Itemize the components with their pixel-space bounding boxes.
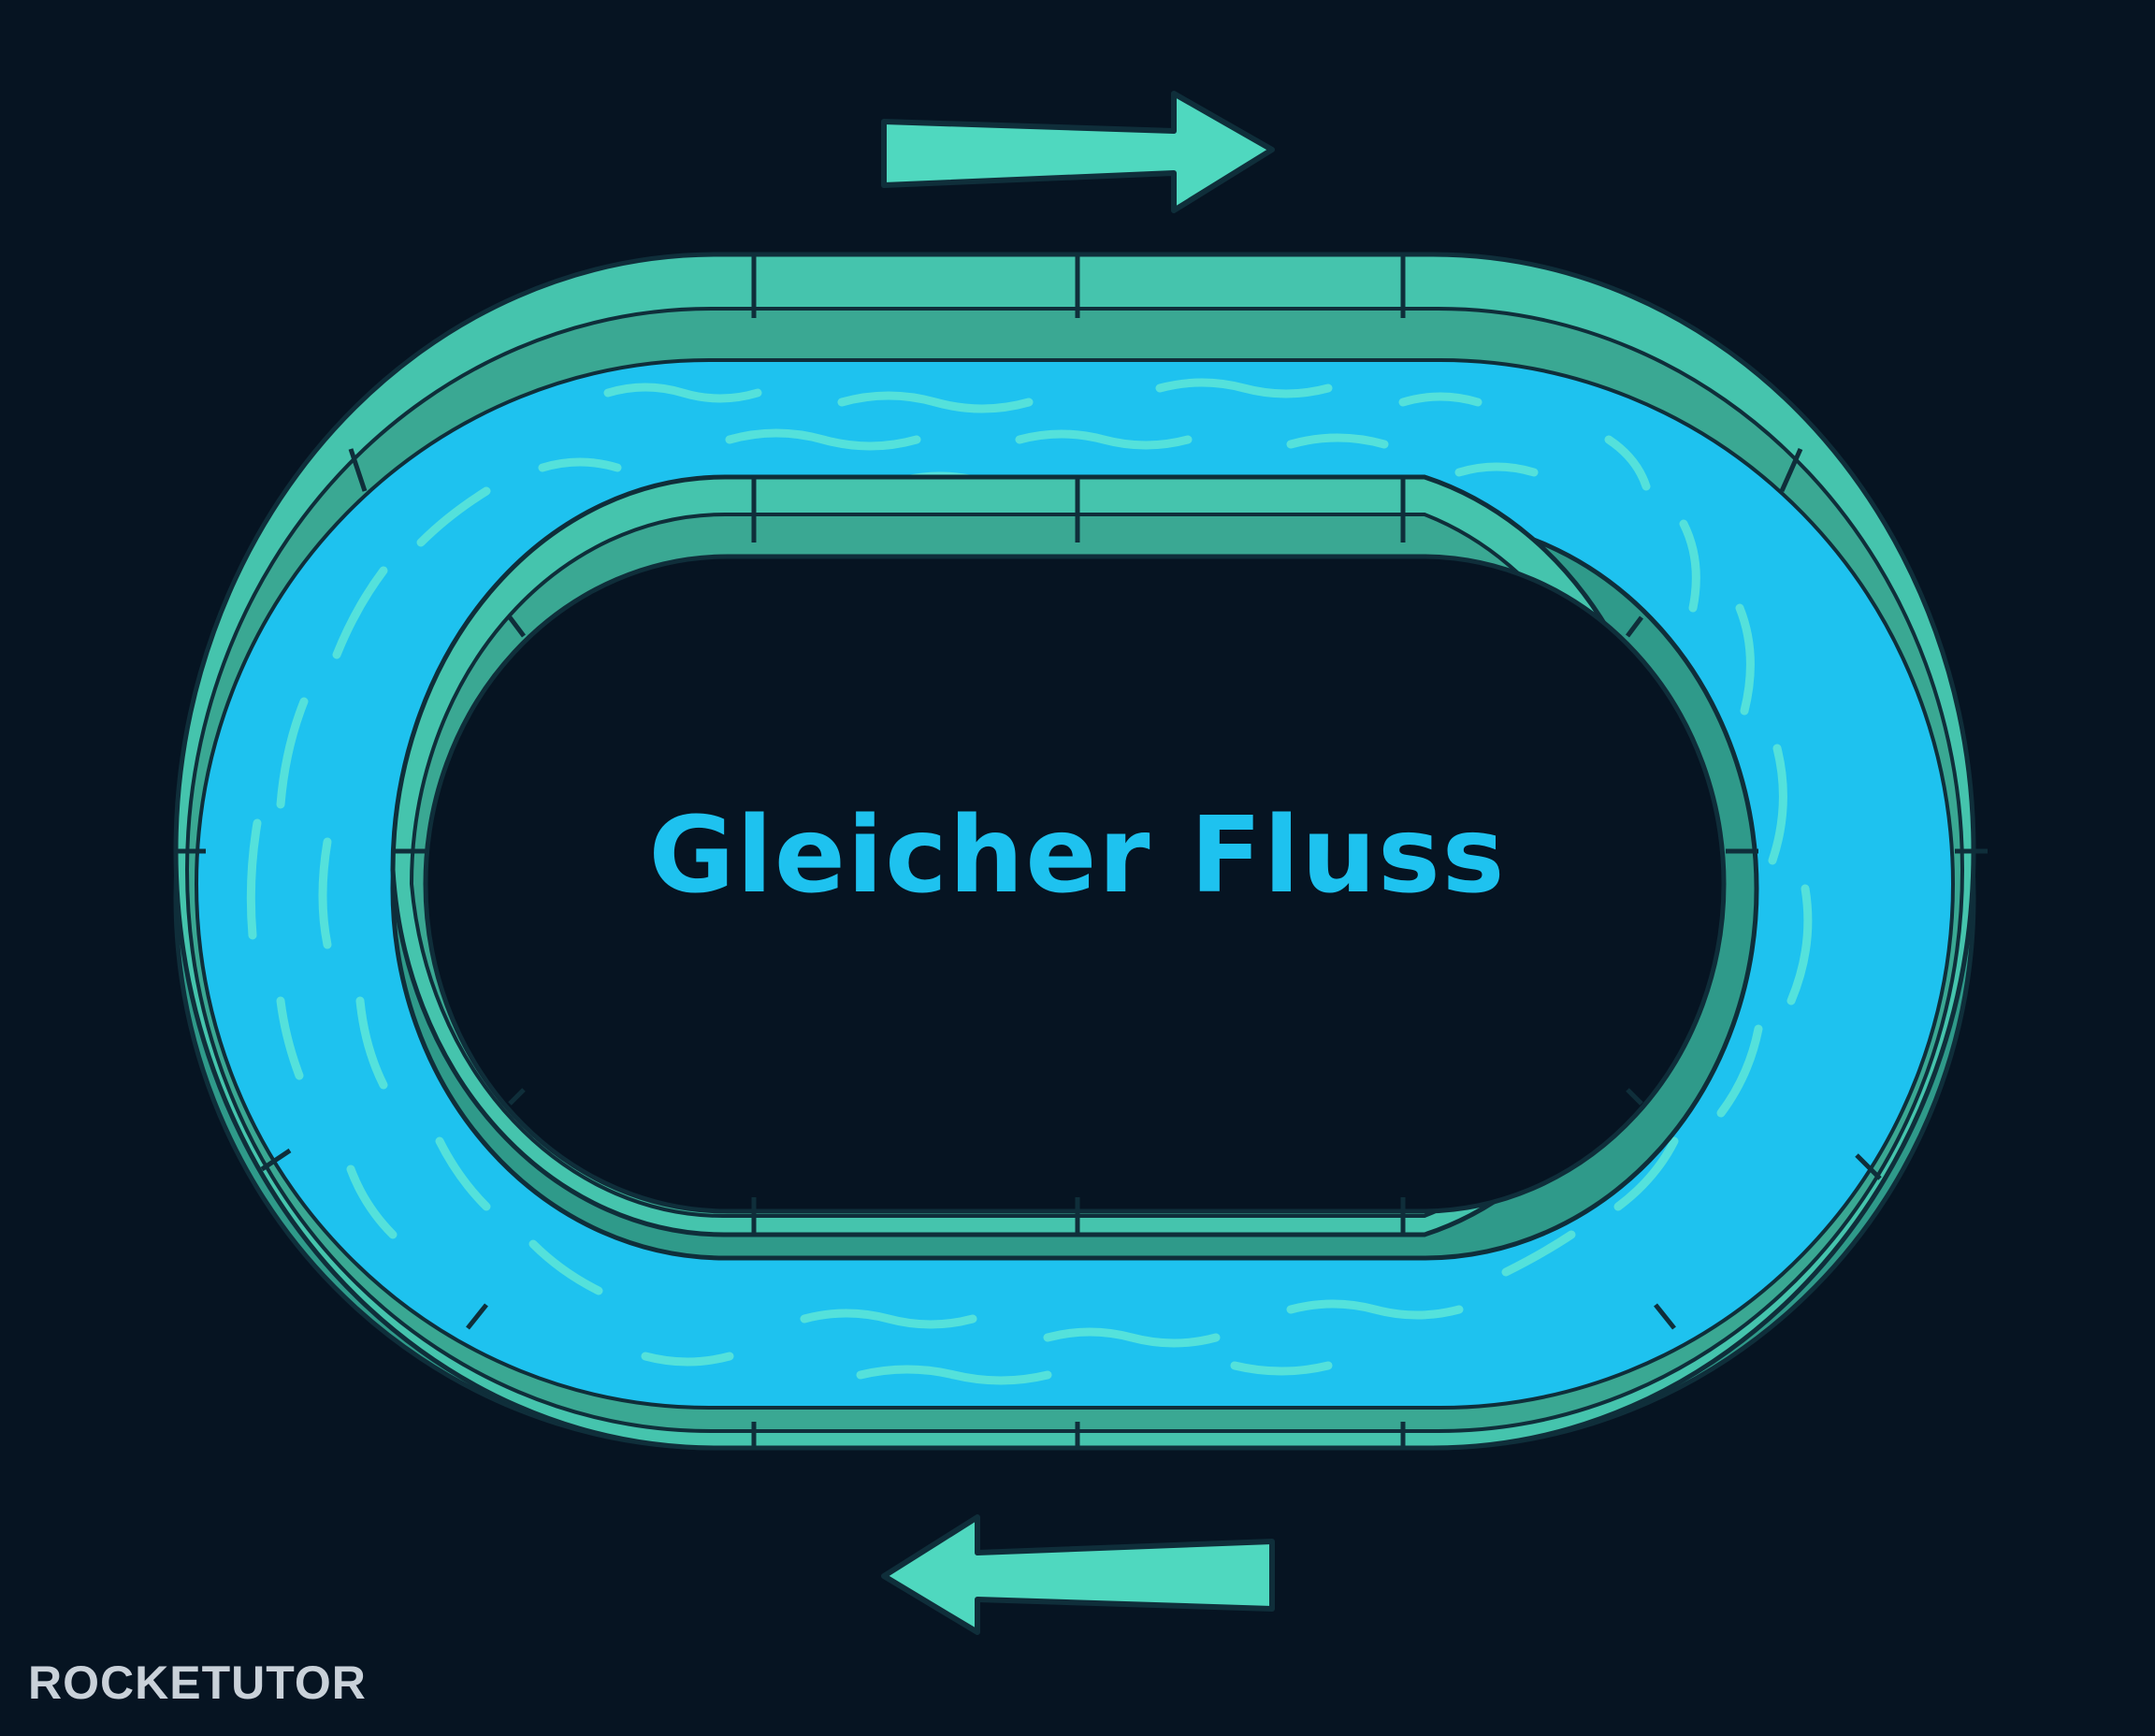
center-label: Gleicher Fluss: [648, 795, 1507, 917]
top-arrow: [881, 91, 1275, 213]
wall-segment-lines: [176, 254, 1988, 1448]
water-ripples: [246, 378, 1813, 1385]
rocketutor-logo: ROCKETUTOR: [28, 1656, 367, 1709]
bottom-arrow: [881, 1514, 1275, 1635]
inner-island: [423, 554, 1727, 1214]
